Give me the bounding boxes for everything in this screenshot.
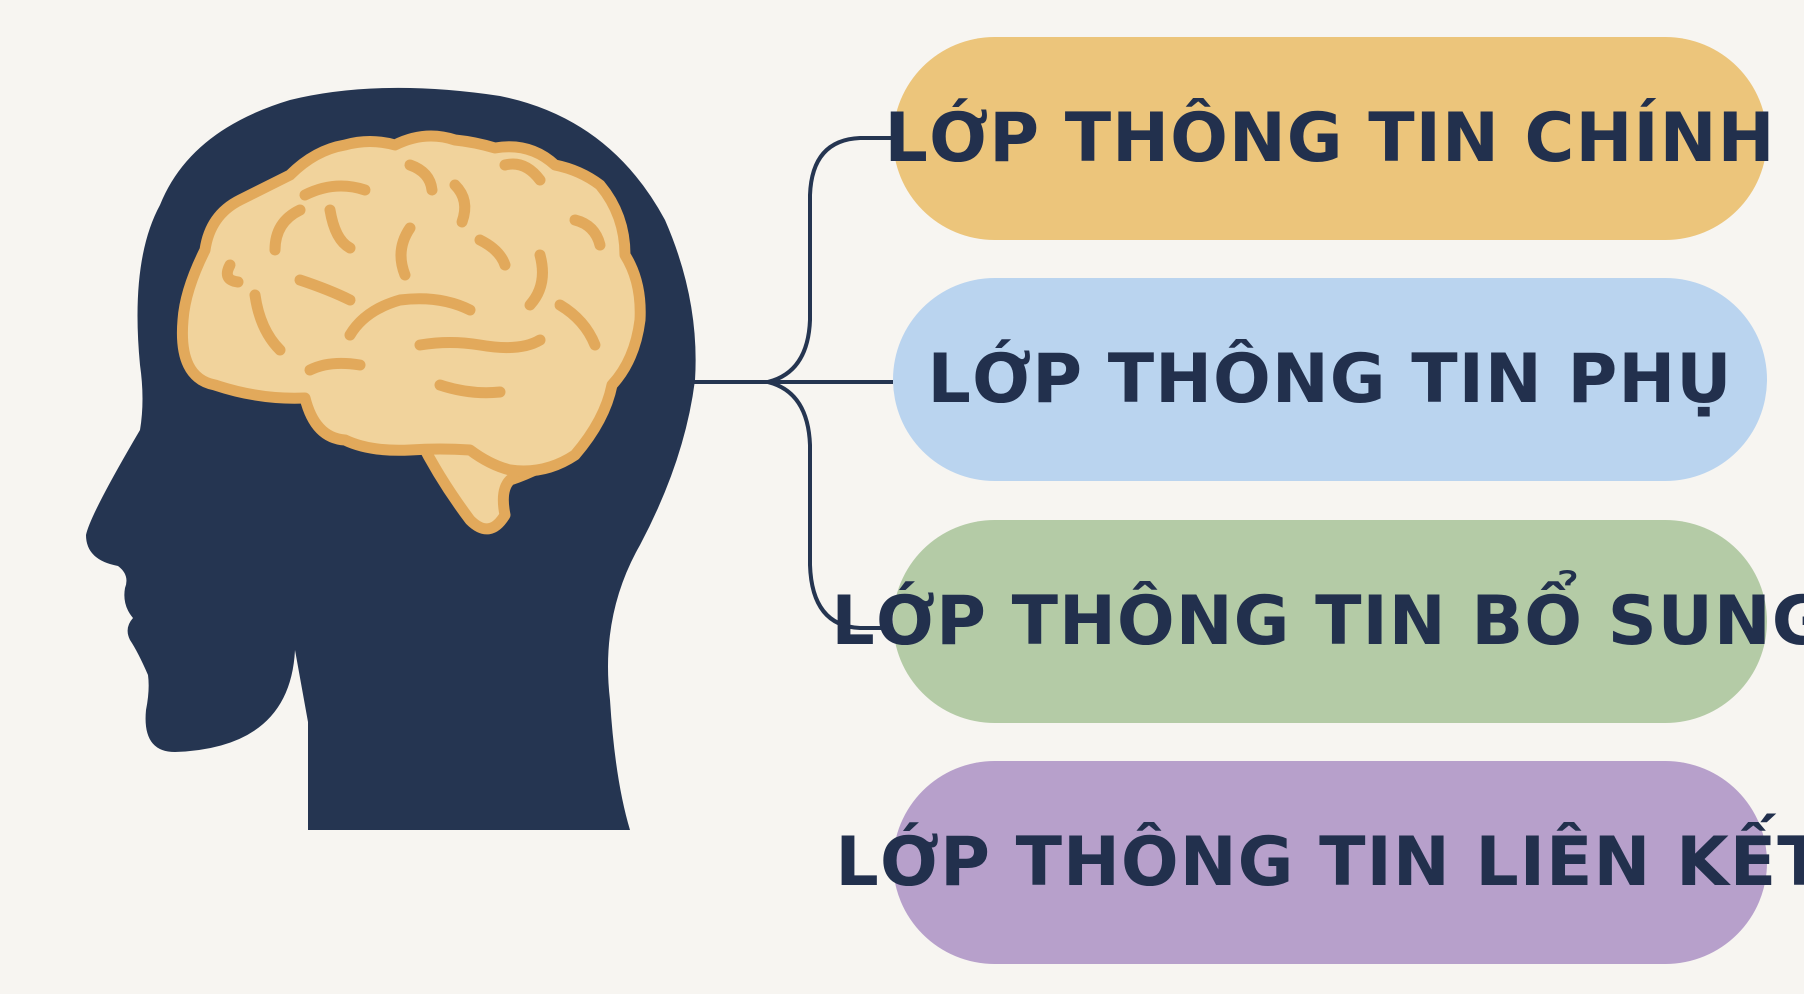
- layer-label-secondary: LỚP THÔNG TIN PHỤ: [927, 340, 1733, 419]
- connector-branch-1: [767, 136, 893, 384]
- layer-pill-supplementary: LỚP THÔNG TIN BỔ SUNG: [831, 520, 1804, 723]
- layer-label-linked: LỚP THÔNG TIN LIÊN KẾT: [835, 823, 1804, 902]
- connector-branch-3: [767, 380, 893, 630]
- layer-pill-linked: LỚP THÔNG TIN LIÊN KẾT: [835, 761, 1804, 964]
- layer-label-supplementary: LỚP THÔNG TIN BỔ SUNG: [831, 582, 1804, 661]
- connector-lines: [690, 136, 893, 630]
- brain-icon: [176, 130, 646, 535]
- layer-label-primary: LỚP THÔNG TIN CHÍNH: [884, 99, 1776, 178]
- layer-pill-primary: LỚP THÔNG TIN CHÍNH: [885, 37, 1774, 240]
- layer-pill-secondary: LỚP THÔNG TIN PHỤ: [893, 278, 1767, 481]
